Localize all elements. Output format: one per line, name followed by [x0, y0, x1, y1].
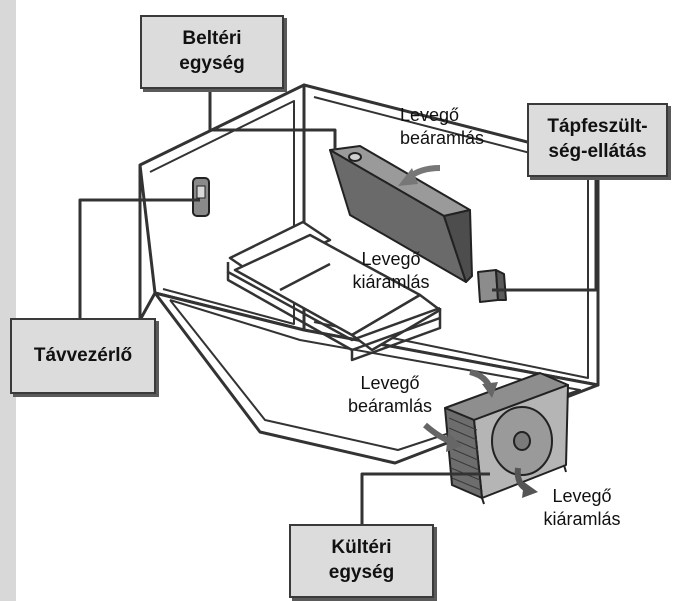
remote-screen: [196, 185, 206, 199]
left-wall-base: [138, 292, 157, 321]
indoor-unit-lens: [348, 152, 362, 162]
power-supply-graphic: [477, 269, 507, 303]
sofa: [226, 220, 442, 362]
remote-label-line-1: Távvezérlő: [33, 344, 133, 366]
outdoor-intake-arrow-side-head: [446, 432, 462, 452]
indoor-air-intake-line-2: beáramlás: [399, 127, 485, 148]
outdoor-exhaust-arrow-head: [522, 482, 538, 498]
leader-lines: [78, 85, 598, 524]
sofa-base-3: [350, 308, 442, 362]
indoor-unit-side: [443, 209, 473, 283]
outdoor-air-outflow-text: Levegő kiáramlás: [522, 485, 642, 530]
outdoor-intake-arrow-top-head: [482, 382, 498, 398]
outdoor-unit-label: Kültéri egység: [289, 524, 434, 598]
leader-power: [492, 175, 598, 292]
remote-graphic: [192, 177, 210, 217]
sofa-base-1: [226, 262, 441, 342]
sofa-base-2: [226, 272, 441, 352]
indoor-air-outflow-line-1: Levegő: [361, 249, 421, 269]
outdoor-air-intake-line-1: Levegő: [360, 373, 420, 393]
remote-label: Távvezérlő: [10, 318, 156, 394]
outdoor-unit-fan-hub: [513, 431, 531, 451]
power-box-front: [477, 269, 499, 303]
indoor-air-intake-text: Levegő beáramlás: [382, 104, 502, 149]
outdoor-unit-foot-1: [481, 497, 485, 505]
outdoor-air-outflow-line-1: Levegő: [552, 486, 612, 506]
outdoor-air-intake-line-2: beáramlás: [347, 395, 433, 416]
outdoor-unit-label-line-1: Kültéri: [331, 537, 392, 559]
leader-indoor: [208, 85, 337, 150]
indoor-unit-label: Beltéri egység: [140, 15, 284, 89]
back-wall-inner: [313, 96, 589, 379]
indoor-intake-arrow-head: [398, 168, 418, 186]
sofa-divider: [279, 262, 331, 292]
indoor-air-outflow-line-2: kiáramlás: [352, 271, 430, 292]
power-supply-label: Tápfeszült- ség-ellátás: [527, 103, 668, 177]
page-edge-shadow: [0, 0, 16, 601]
power-box-side: [495, 269, 507, 301]
indoor-unit-label-line-2: egység: [179, 53, 245, 74]
indoor-unit-graphic: [329, 145, 473, 283]
outdoor-unit-label-line-2: egység: [328, 562, 395, 583]
leader-remote: [78, 198, 200, 318]
leader-outdoor: [360, 472, 490, 524]
indoor-unit-label-line-1: Beltéri: [182, 28, 242, 50]
indoor-air-outflow-text: Levegő kiáramlás: [336, 248, 446, 293]
outdoor-unit-foot-2: [563, 464, 567, 473]
power-supply-label-line-2: ség-ellátás: [548, 141, 647, 162]
indoor-air-intake-line-1: Levegő: [400, 105, 460, 125]
left-wall-inner: [149, 100, 295, 325]
outdoor-air-outflow-line-2: kiáramlás: [543, 508, 621, 529]
outdoor-air-intake-text: Levegő beáramlás: [330, 372, 450, 417]
power-supply-label-line-1: Tápfeszült-: [547, 116, 648, 138]
